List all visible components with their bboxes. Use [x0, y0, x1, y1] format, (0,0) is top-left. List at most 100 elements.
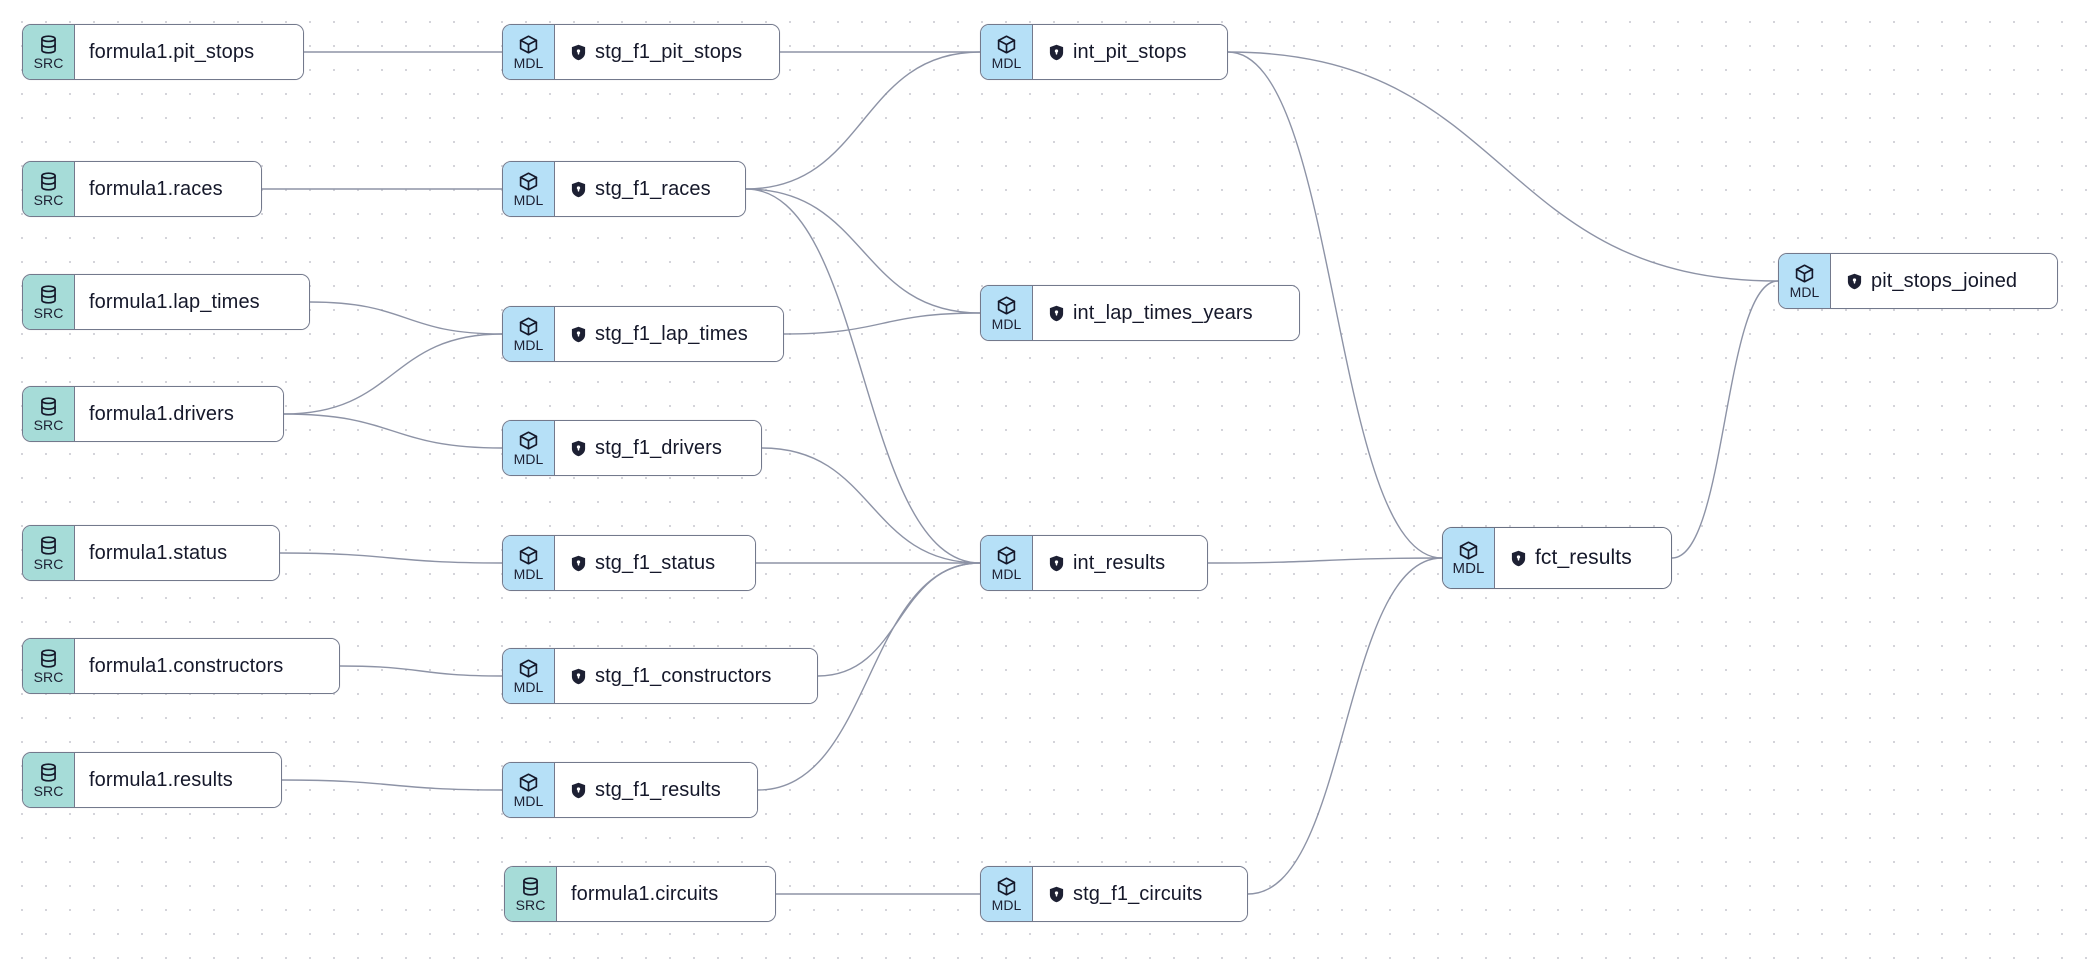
graph-node-fct_results[interactable]: MDL fct_results: [1442, 527, 1672, 589]
node-label: formula1.lap_times: [89, 290, 260, 313]
graph-node-int_pit_stops[interactable]: MDL int_pit_stops: [980, 24, 1228, 80]
graph-edge-src_lap_times-to-stg_lap_times: [309, 301, 503, 335]
graph-node-src_races[interactable]: SRC formula1.races: [22, 161, 262, 217]
node-kind-badge-mdl: MDL: [1443, 528, 1495, 588]
cube-icon: [518, 772, 539, 793]
cube-icon: [518, 34, 539, 55]
node-kind-badge-src: SRC: [23, 639, 75, 693]
node-kind-badge-mdl: MDL: [981, 867, 1033, 921]
node-body: formula1.races: [75, 162, 261, 216]
node-body: stg_f1_constructors: [555, 649, 817, 703]
graph-node-src_results[interactable]: SRC formula1.results: [22, 752, 282, 808]
database-icon: [38, 284, 59, 305]
shield-icon: [1511, 550, 1526, 567]
node-body: int_results: [1033, 536, 1207, 590]
node-kind-label: SRC: [33, 192, 64, 208]
graph-node-stg_constructors[interactable]: MDL stg_f1_constructors: [502, 648, 818, 704]
graph-edge-src_results-to-stg_results: [281, 779, 503, 791]
node-label: formula1.constructors: [89, 654, 284, 677]
graph-edge-stg_drivers-to-int_results: [761, 447, 981, 564]
node-body: formula1.pit_stops: [75, 25, 303, 79]
node-label: formula1.circuits: [571, 882, 719, 905]
graph-node-int_lap_times[interactable]: MDL int_lap_times_years: [980, 285, 1300, 341]
node-kind-badge-src: SRC: [23, 162, 75, 216]
node-body: stg_f1_races: [555, 162, 745, 216]
graph-node-src_status[interactable]: SRC formula1.status: [22, 525, 280, 581]
node-kind-badge-mdl: MDL: [503, 162, 555, 216]
node-kind-label: MDL: [513, 55, 544, 71]
shield-icon: [571, 668, 586, 685]
graph-node-int_results[interactable]: MDL int_results: [980, 535, 1208, 591]
graph-edge-stg_races-to-int_lap_times: [745, 188, 981, 314]
node-kind-badge-src: SRC: [23, 753, 75, 807]
graph-node-stg_circuits[interactable]: MDL stg_f1_circuits: [980, 866, 1248, 922]
node-label: stg_f1_circuits: [1073, 882, 1203, 905]
cube-icon: [996, 295, 1017, 316]
graph-node-src_lap_times[interactable]: SRC formula1.lap_times: [22, 274, 310, 330]
node-kind-label: SRC: [33, 556, 64, 572]
node-body: formula1.drivers: [75, 387, 283, 441]
node-label: formula1.status: [89, 541, 228, 564]
node-label: stg_f1_drivers: [595, 436, 723, 459]
graph-node-pit_stops_joined[interactable]: MDL pit_stops_joined: [1778, 253, 2058, 309]
node-kind-label: MDL: [513, 337, 544, 353]
node-kind-badge-mdl: MDL: [981, 286, 1033, 340]
graph-node-stg_drivers[interactable]: MDL stg_f1_drivers: [502, 420, 762, 476]
graph-node-src_constructors[interactable]: SRC formula1.constructors: [22, 638, 340, 694]
node-kind-badge-src: SRC: [23, 275, 75, 329]
node-kind-badge-mdl: MDL: [1779, 254, 1831, 308]
node-kind-label: MDL: [1452, 560, 1485, 577]
node-label: pit_stops_joined: [1871, 269, 2018, 292]
node-body: fct_results: [1495, 528, 1671, 588]
node-label: formula1.results: [89, 768, 233, 791]
cube-icon: [518, 171, 539, 192]
node-kind-label: MDL: [513, 793, 544, 809]
node-kind-label: MDL: [513, 451, 544, 467]
node-label: formula1.races: [89, 177, 223, 200]
node-body: stg_f1_status: [555, 536, 755, 590]
node-label: stg_f1_pit_stops: [595, 40, 743, 63]
database-icon: [38, 396, 59, 417]
database-icon: [520, 876, 541, 897]
graph-edge-stg_constructors-to-int_results: [817, 562, 981, 677]
shield-icon: [571, 326, 586, 343]
cube-icon: [996, 34, 1017, 55]
node-kind-badge-mdl: MDL: [981, 536, 1033, 590]
node-kind-label: SRC: [33, 417, 64, 433]
node-kind-badge-mdl: MDL: [503, 421, 555, 475]
graph-node-src_circuits[interactable]: SRC formula1.circuits: [504, 866, 776, 922]
node-body: int_pit_stops: [1033, 25, 1227, 79]
shield-icon: [1049, 886, 1064, 903]
cube-icon: [518, 316, 539, 337]
shield-icon: [1049, 44, 1064, 61]
node-kind-label: MDL: [991, 55, 1022, 71]
graph-edge-stg_races-to-int_pit_stops: [745, 51, 981, 190]
database-icon: [38, 171, 59, 192]
node-kind-label: MDL: [991, 566, 1022, 582]
node-kind-label: MDL: [513, 679, 544, 695]
node-kind-badge-src: SRC: [505, 867, 557, 921]
shield-icon: [571, 181, 586, 198]
cube-icon: [518, 658, 539, 679]
node-kind-badge-mdl: MDL: [503, 307, 555, 361]
node-label: stg_f1_status: [595, 551, 716, 574]
node-label: stg_f1_constructors: [595, 664, 772, 687]
graph-edge-fct_results-to-pit_stops_joined: [1671, 280, 1779, 559]
node-kind-label: SRC: [33, 783, 64, 799]
node-label: int_pit_stops: [1073, 40, 1187, 63]
graph-node-stg_pit_stops[interactable]: MDL stg_f1_pit_stops: [502, 24, 780, 80]
shield-icon: [1847, 273, 1862, 290]
node-label: int_results: [1073, 551, 1166, 574]
graph-edge-stg_races-to-int_results: [745, 188, 981, 564]
node-body: formula1.circuits: [557, 867, 775, 921]
graph-node-src_drivers[interactable]: SRC formula1.drivers: [22, 386, 284, 442]
shield-icon: [571, 44, 586, 61]
node-label: int_lap_times_years: [1073, 301, 1253, 324]
